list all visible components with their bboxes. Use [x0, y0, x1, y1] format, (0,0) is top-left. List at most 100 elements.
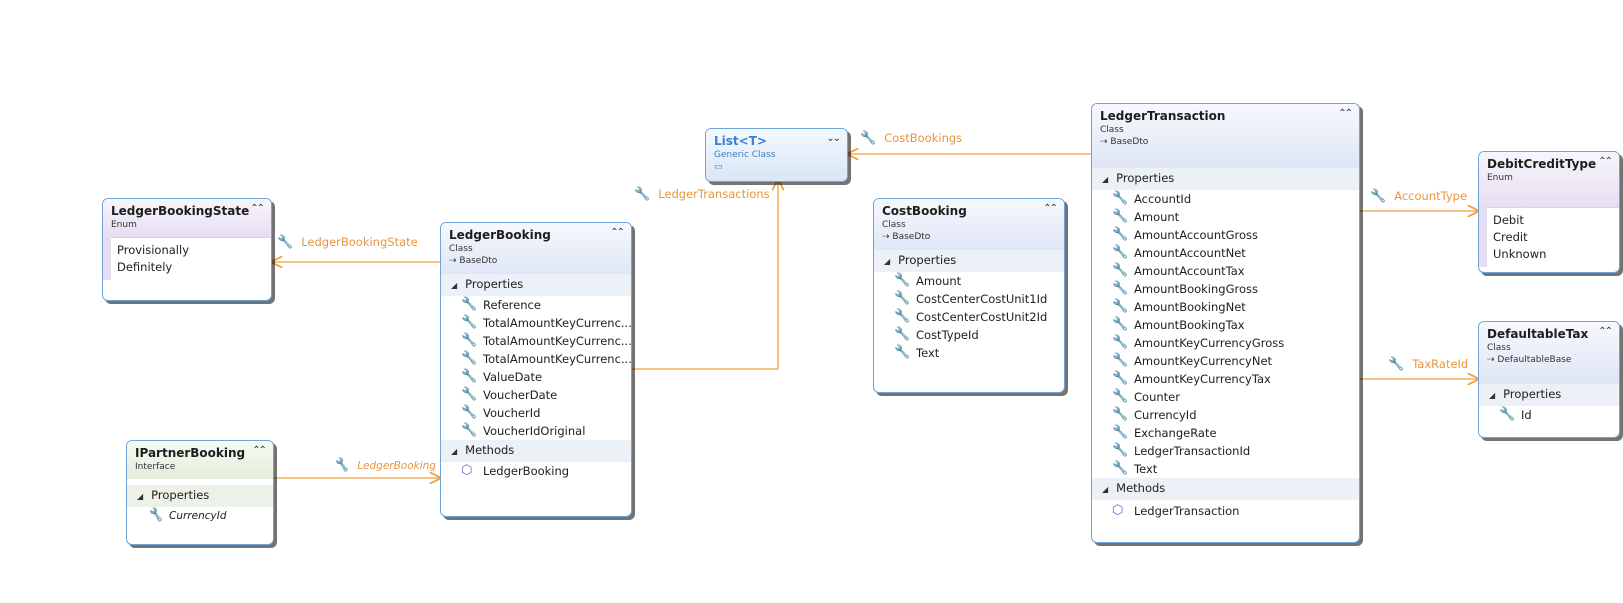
interface-box-ipartnerbooking[interactable]: IPartnerBooking Interface ⌃⌃ ◢Properties… — [126, 440, 274, 545]
property-row[interactable]: 🔧CostTypeId — [894, 327, 979, 342]
line-ledgertransactions — [632, 180, 778, 370]
chevron-up-double-icon[interactable]: ⌃⌃ — [250, 203, 265, 214]
property-row[interactable]: 🔧Amount — [1112, 209, 1180, 224]
property-row[interactable]: 🔧Text — [894, 345, 940, 360]
chevron-up-double-icon[interactable]: ⌃⌃ — [1598, 326, 1613, 337]
chevron-up-double-icon[interactable]: ⌃⌃ — [1598, 156, 1613, 167]
property-row[interactable]: 🔧AmountAccountTax — [1112, 263, 1245, 278]
box-title: DebitCreditType — [1487, 157, 1597, 171]
property-row[interactable]: 🔧AmountBookingTax — [1112, 317, 1245, 332]
property-row[interactable]: 🔧VoucherIdOriginal — [461, 423, 586, 438]
property-row[interactable]: 🔧TotalAmountKeyCurrenc... — [461, 351, 632, 366]
wrench-icon: 🔧 — [1112, 335, 1129, 350]
enum-value: Unknown — [1493, 247, 1547, 261]
class-box-defaultabletax[interactable]: DefaultableTax Class ⇢ DefaultableBase ⌃… — [1478, 321, 1620, 438]
section-header-properties[interactable]: ◢Properties — [1479, 384, 1619, 406]
wrench-icon: 🔧 — [894, 273, 911, 288]
wrench-icon: 🔧 — [1112, 263, 1129, 278]
wrench-icon: 🔧 — [1388, 357, 1405, 372]
base-class: ⇢ BaseDto — [1100, 137, 1149, 147]
property-row[interactable]: 🔧LedgerTransactionId — [1112, 443, 1251, 458]
wrench-icon: 🔧 — [1112, 245, 1129, 260]
assoc-label-ledgertransactions[interactable]: 🔧LedgerTransactions — [634, 187, 770, 202]
generic-badge-icon: ▭ — [714, 162, 723, 172]
class-box-ledgertransaction[interactable]: LedgerTransaction Class ⇢ BaseDto ⌃⌃ ◢Pr… — [1091, 103, 1360, 543]
inherit-arrow-icon: ⇢ — [1100, 137, 1111, 147]
chevron-up-double-icon[interactable]: ⌃⌃ — [252, 445, 267, 456]
wrench-icon: 🔧 — [1112, 389, 1129, 404]
property-row[interactable]: 🔧ExchangeRate — [1112, 425, 1217, 440]
property-row[interactable]: 🔧AmountAccountNet — [1112, 245, 1246, 260]
property-row[interactable]: 🔧AmountKeyCurrencyTax — [1112, 371, 1271, 386]
enum-value: Provisionally — [117, 243, 189, 257]
property-row[interactable]: 🔧TotalAmountKeyCurrenc... — [461, 315, 632, 330]
property-row[interactable]: 🔧Text — [1112, 461, 1158, 476]
property-row[interactable]: 🔧AmountAccountGross — [1112, 227, 1259, 242]
property-row[interactable]: 🔧CostCenterCostUnit1Id — [894, 291, 1048, 306]
cube-icon: ⬡ — [461, 463, 473, 478]
section-header-methods[interactable]: ◢Methods — [1092, 478, 1359, 500]
box-title: LedgerBookingState — [111, 204, 250, 218]
inherit-arrow-icon: ⇢ — [882, 232, 893, 242]
property-row[interactable]: 🔧VoucherId — [461, 405, 541, 420]
wrench-icon: 🔧 — [894, 291, 911, 306]
wrench-icon: 🔧 — [147, 508, 164, 523]
wrench-icon: 🔧 — [1112, 317, 1129, 332]
section-header-properties[interactable]: ◢Properties — [441, 274, 631, 296]
chevron-up-double-icon[interactable]: ⌃⌃ — [1338, 108, 1353, 119]
box-kind: Class — [1487, 343, 1511, 353]
section-header-properties[interactable]: ◢Properties — [1092, 168, 1359, 190]
enum-box-ledgerbookingstate[interactable]: LedgerBookingState Enum ⌃⌃ Provisionally… — [102, 198, 272, 301]
property-row[interactable]: 🔧Id — [1499, 407, 1532, 422]
wrench-icon: 🔧 — [461, 351, 478, 366]
property-row[interactable]: 🔧Amount — [894, 273, 962, 288]
chevron-up-double-icon[interactable]: ⌃⌃ — [1043, 203, 1058, 214]
assoc-label-costbookings[interactable]: 🔧CostBookings — [860, 131, 963, 146]
wrench-icon: 🔧 — [1370, 189, 1387, 204]
wrench-icon: 🔧 — [1112, 443, 1129, 458]
chevron-down-double-icon[interactable]: ⌄⌄ — [826, 133, 841, 144]
wrench-icon: 🔧 — [461, 423, 478, 438]
box-title: LedgerBooking — [449, 228, 551, 242]
class-box-ledgerbooking[interactable]: LedgerBooking Class ⇢ BaseDto ⌃⌃ ◢Proper… — [440, 222, 632, 517]
property-row[interactable]: 🔧VoucherDate — [461, 387, 558, 402]
wrench-icon: 🔧 — [1112, 353, 1129, 368]
wrench-icon: 🔧 — [1112, 191, 1129, 206]
property-row[interactable]: 🔧AccountId — [1112, 191, 1192, 206]
wrench-icon: 🔧 — [1112, 371, 1129, 386]
property-row[interactable]: 🔧AmountKeyCurrencyNet — [1112, 353, 1273, 368]
section-header-properties[interactable]: ◢Properties — [874, 250, 1064, 272]
class-box-costbooking[interactable]: CostBooking Class ⇢ BaseDto ⌃⌃ ◢Properti… — [873, 198, 1065, 393]
property-row[interactable]: 🔧Reference — [461, 297, 541, 312]
property-row[interactable]: 🔧CurrencyId — [147, 508, 227, 523]
property-row[interactable]: 🔧AmountKeyCurrencyGross — [1112, 335, 1285, 350]
section-header-methods[interactable]: ◢Methods — [441, 440, 631, 462]
method-row[interactable]: ⬡LedgerTransaction — [1092, 500, 1359, 522]
wrench-icon: 🔧 — [1112, 461, 1129, 476]
section-header-properties[interactable]: ◢Properties — [127, 485, 273, 507]
wrench-icon: 🔧 — [461, 333, 478, 348]
property-row[interactable]: 🔧CurrencyId — [1112, 407, 1197, 422]
property-row[interactable]: 🔧AmountBookingGross — [1112, 281, 1259, 296]
property-row[interactable]: 🔧ValueDate — [461, 369, 543, 384]
class-box-list[interactable]: List<T> Generic Class ▭ ⌄⌄ — [705, 128, 848, 182]
property-row[interactable]: 🔧AmountBookingNet — [1112, 299, 1246, 314]
box-title: LedgerTransaction — [1100, 109, 1226, 123]
cube-icon: ⬡ — [1112, 503, 1124, 518]
wrench-icon: 🔧 — [1112, 227, 1129, 242]
chevron-up-double-icon[interactable]: ⌃⌃ — [610, 227, 625, 238]
assoc-label-ledgerbooking[interactable]: 🔧LedgerBooking — [333, 458, 436, 473]
property-row[interactable]: 🔧TotalAmountKeyCurrenc... — [461, 333, 632, 348]
property-row[interactable]: 🔧Counter — [1112, 389, 1180, 404]
enum-box-debitcredittype[interactable]: DebitCreditType Enum ⌃⌃ Debit Credit Unk… — [1478, 151, 1620, 273]
assoc-label-ledgerbookingstate[interactable]: 🔧LedgerBookingState — [277, 235, 418, 250]
assoc-label-taxrateid[interactable]: 🔧TaxRateId — [1388, 357, 1469, 372]
property-row[interactable]: 🔧CostCenterCostUnit2Id — [894, 309, 1048, 324]
box-kind: Class — [882, 220, 906, 230]
box-kind: Class — [449, 244, 473, 254]
base-class: ⇢ BaseDto — [449, 256, 498, 266]
box-title: List<T> — [714, 134, 767, 148]
assoc-label-accounttype[interactable]: 🔧AccountType — [1370, 189, 1468, 204]
method-row[interactable]: ⬡LedgerBooking — [461, 463, 570, 478]
